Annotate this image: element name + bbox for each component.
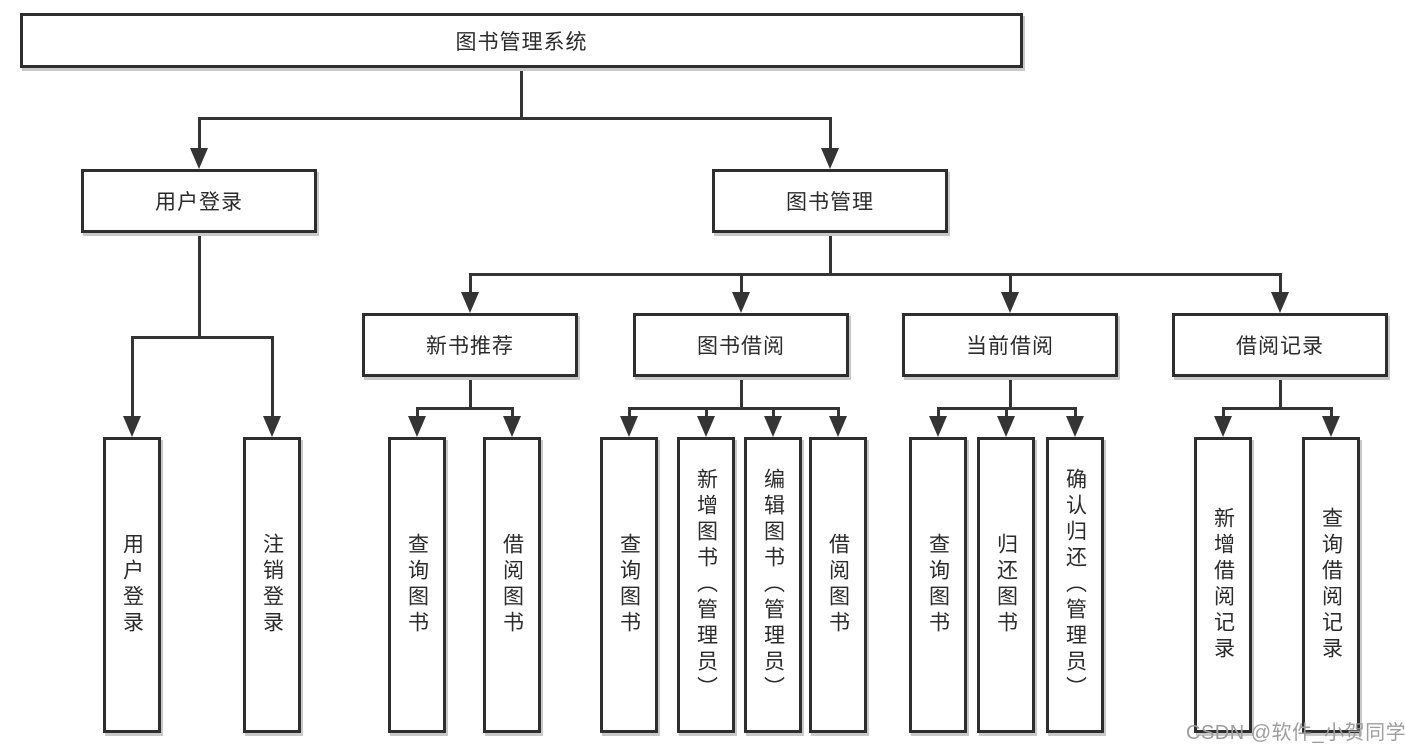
edge-user-login-hline — [130, 336, 274, 339]
leaf-label: 确认归还（管理员） — [1063, 468, 1087, 702]
edge-drop-leaf-logout — [270, 336, 274, 419]
edge-drop-leaf — [1004, 407, 1008, 419]
edge-drop-leaf — [1073, 407, 1077, 419]
arrow-down-icon — [1271, 292, 1289, 313]
arrow-down-icon — [263, 416, 281, 437]
leaf-label: 查询图书 — [926, 533, 950, 637]
arrow-down-icon — [1214, 416, 1232, 437]
leaf-query-books-2: 查询图书 — [600, 437, 658, 733]
edge-drop-borrowing-records — [1278, 273, 1282, 295]
edge-drop-leaf — [415, 407, 419, 419]
arrow-down-icon — [1001, 292, 1019, 313]
edge-drop-leaf — [704, 407, 708, 419]
leaf-query-books-1: 查询图书 — [388, 437, 446, 733]
leaf-query-books-3: 查询图书 — [909, 437, 967, 733]
leaf-label: 查询图书 — [617, 533, 641, 637]
edge-current-borrowing-stub — [1008, 375, 1012, 409]
edge-drop-leaf — [1221, 407, 1225, 419]
edge-drop-book-borrowing — [739, 273, 743, 295]
node-user-login-label: 用户登录 — [155, 191, 243, 214]
node-book-borrowing-label: 图书借阅 — [697, 335, 785, 358]
leaf-label: 编辑图书（管理员） — [761, 468, 785, 702]
arrow-down-icon — [929, 416, 947, 437]
leaf-edit-book-admin: 编辑图书（管理员） — [744, 437, 802, 733]
arrow-down-icon — [620, 416, 638, 437]
leaf-logout: 注销登录 — [243, 437, 301, 733]
leaf-borrow-books-2: 借阅图书 — [809, 437, 867, 733]
edge-level2-hline — [197, 117, 832, 120]
arrow-down-icon — [732, 292, 750, 313]
node-user-login: 用户登录 — [81, 169, 317, 233]
edge-drop-user-login — [197, 117, 201, 151]
leaf-user-login: 用户登录 — [103, 437, 161, 733]
node-current-borrowing: 当前借阅 — [902, 313, 1118, 377]
edge-borrowing-records-hline — [1221, 407, 1333, 410]
arrow-down-icon — [764, 416, 782, 437]
leaf-add-borrow-record: 新增借阅记录 — [1194, 437, 1252, 733]
leaf-label: 查询图书 — [405, 533, 429, 637]
watermark: CSDN @软件_小贺同学 — [1186, 722, 1405, 744]
leaf-confirm-return-admin: 确认归还（管理员） — [1046, 437, 1104, 733]
edge-book-borrowing-hline — [627, 407, 840, 410]
leaf-query-borrow-record: 查询借阅记录 — [1302, 437, 1360, 733]
edge-drop-leaf-user-login — [130, 336, 134, 419]
edge-drop-book-management — [828, 117, 832, 151]
arrow-down-icon — [821, 148, 839, 169]
node-borrowing-records-label: 借阅记录 — [1236, 335, 1324, 358]
edge-book-management-stub — [828, 231, 832, 275]
arrow-down-icon — [829, 416, 847, 437]
leaf-label: 借阅图书 — [826, 533, 850, 637]
leaf-add-book-admin: 新增图书（管理员） — [677, 437, 735, 733]
leaf-label: 新增图书（管理员） — [694, 468, 718, 702]
node-book-management-label: 图书管理 — [786, 191, 874, 214]
node-borrowing-records: 借阅记录 — [1172, 313, 1388, 377]
leaf-label: 归还图书 — [994, 533, 1018, 637]
node-root: 图书管理系统 — [20, 13, 1023, 68]
edge-new-book-recommend-hline — [415, 407, 514, 410]
arrow-down-icon — [461, 292, 479, 313]
edge-drop-leaf — [771, 407, 775, 419]
leaf-label: 借阅图书 — [500, 533, 524, 637]
arrow-down-icon — [1322, 416, 1340, 437]
node-new-book-recommend-label: 新书推荐 — [426, 335, 514, 358]
edge-drop-current-borrowing — [1008, 273, 1012, 295]
arrow-down-icon — [997, 416, 1015, 437]
arrow-down-icon — [697, 416, 715, 437]
arrow-down-icon — [190, 148, 208, 169]
arrow-down-icon — [408, 416, 426, 437]
edge-level3-hline — [468, 273, 1282, 276]
edge-book-borrowing-stub — [739, 375, 743, 409]
edge-drop-leaf — [510, 407, 514, 419]
edge-new-book-recommend-stub — [468, 375, 472, 409]
arrow-down-icon — [503, 416, 521, 437]
node-book-management: 图书管理 — [712, 169, 948, 233]
leaf-label: 注销登录 — [260, 533, 284, 637]
leaf-label: 查询借阅记录 — [1319, 507, 1343, 663]
node-current-borrowing-label: 当前借阅 — [966, 335, 1054, 358]
leaf-label: 新增借阅记录 — [1211, 507, 1235, 663]
leaf-label: 用户登录 — [120, 533, 144, 637]
edge-drop-leaf — [1329, 407, 1333, 419]
edge-root-stub — [519, 66, 523, 120]
edge-drop-leaf — [836, 407, 840, 419]
arrow-down-icon — [123, 416, 141, 437]
node-root-label: 图书管理系统 — [455, 30, 588, 54]
arrow-down-icon — [1066, 416, 1084, 437]
edge-borrowing-records-stub — [1278, 375, 1282, 409]
node-book-borrowing: 图书借阅 — [633, 313, 849, 377]
edge-drop-leaf — [936, 407, 940, 419]
edge-drop-leaf — [627, 407, 631, 419]
leaf-return-book: 归还图书 — [977, 437, 1035, 733]
edge-user-login-stub — [197, 231, 201, 338]
node-new-book-recommend: 新书推荐 — [362, 313, 578, 377]
leaf-borrow-books-1: 借阅图书 — [483, 437, 541, 733]
edge-drop-new-book-recommend — [468, 273, 472, 295]
